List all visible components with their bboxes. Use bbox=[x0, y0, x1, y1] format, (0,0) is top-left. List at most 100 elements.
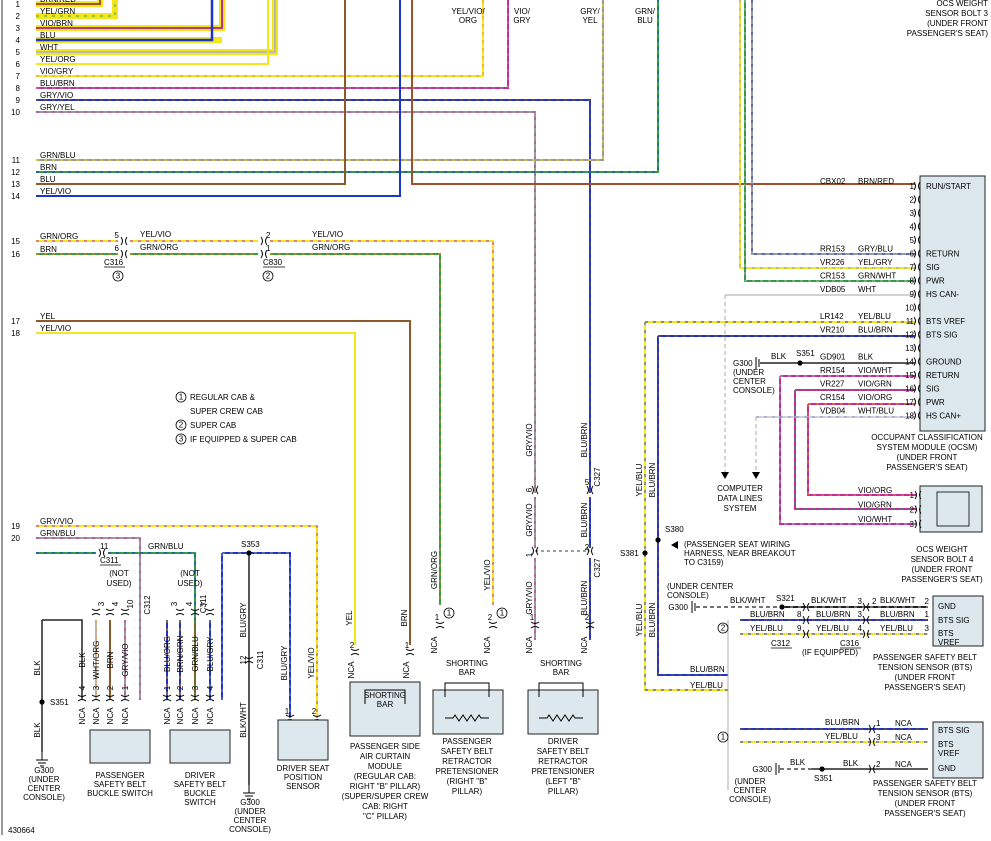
bts-front-wire: YEL/BLU bbox=[750, 624, 783, 633]
c830-note bbox=[262, 270, 274, 282]
pret-connector bbox=[435, 621, 445, 629]
pbs-connector bbox=[91, 694, 101, 702]
s380-label: S380 bbox=[665, 525, 684, 534]
g300-label: CONSOLE) bbox=[733, 386, 775, 395]
bts-front-note-num: 2 bbox=[721, 624, 726, 633]
passenger-buckle-caption: PASSENGER bbox=[95, 771, 144, 780]
dret-caption: PILLAR) bbox=[548, 787, 579, 796]
c830-wire: YEL/VIO bbox=[312, 230, 343, 239]
diagram-id: 430664 bbox=[8, 826, 35, 835]
g300-label: CONSOLE) bbox=[229, 825, 271, 834]
yel-blu-label: YEL/BLU bbox=[690, 681, 723, 690]
c311-connector bbox=[175, 608, 185, 616]
c830-note-num: 2 bbox=[266, 272, 271, 281]
blk-wht-label: BLK/WHT bbox=[239, 702, 248, 738]
cds-arrow bbox=[752, 472, 760, 479]
seat-pin: 1 bbox=[285, 707, 290, 716]
ocsm-pin bbox=[913, 330, 921, 339]
wire-color-label: YEL bbox=[40, 312, 56, 321]
bts-rear-connector bbox=[868, 724, 876, 734]
ocsm-pin bbox=[913, 397, 921, 407]
ocsm-pin-num: 14 bbox=[905, 358, 914, 367]
ocsm-circuit-id: VDB05 bbox=[820, 285, 846, 294]
nca-label: NCA bbox=[347, 661, 356, 679]
wire-number: 20 bbox=[11, 534, 20, 543]
bolt4-pin bbox=[914, 519, 922, 529]
bts-rear-pin-label: BTS bbox=[938, 740, 954, 749]
g300-label: CENTER bbox=[734, 786, 767, 795]
blk-label: BLK bbox=[33, 660, 42, 676]
yel-blu-run-stripe bbox=[644, 322, 728, 691]
nca-label: NCA bbox=[580, 636, 589, 654]
c311-pin: 12 bbox=[239, 655, 248, 664]
c312-pin: 4 bbox=[111, 601, 120, 606]
s380-note: TO C3159) bbox=[684, 558, 724, 567]
wire-5b bbox=[36, 0, 269, 65]
bolt4-wire-label: VIO/GRN bbox=[858, 501, 892, 510]
bts-pin: 3 bbox=[925, 624, 930, 633]
bolt3-label: OCS WEIGHT bbox=[936, 0, 988, 8]
dret-wire-label: BLU/BRN bbox=[580, 580, 589, 615]
ocsm-pin-num: 3 bbox=[910, 209, 915, 218]
g300-label: (UNDER bbox=[733, 368, 764, 377]
seat-pin: 2 bbox=[312, 707, 317, 716]
ocsm-pin-num: 11 bbox=[906, 317, 915, 326]
shorting-bar-label: SHORTING bbox=[540, 659, 582, 668]
nca-label: NCA bbox=[176, 707, 185, 725]
bts-rear-pin-label: BTS SIG bbox=[938, 726, 970, 735]
wire-number: 13 bbox=[11, 180, 20, 189]
c311-connector bbox=[205, 608, 215, 616]
wire-number: 18 bbox=[11, 329, 20, 338]
ocsm-circuit-color: VIO/GRN bbox=[858, 380, 892, 389]
wire-number: 17 bbox=[11, 317, 20, 326]
curtain-wire-label: BRN bbox=[400, 609, 409, 626]
ocsm-pin bbox=[913, 370, 921, 380]
pbs-wire-label: BRN bbox=[106, 651, 115, 668]
ocsm-circuit-id: VDB04 bbox=[820, 407, 846, 416]
c316-connector bbox=[862, 615, 870, 625]
s321-dot bbox=[779, 604, 785, 610]
ocsm-caption: SYSTEM MODULE (OCSM) bbox=[877, 443, 978, 452]
wire-number: 8 bbox=[16, 84, 21, 93]
pret-note bbox=[443, 607, 455, 619]
s351-label: S351 bbox=[796, 349, 815, 358]
ocsm-pin bbox=[913, 262, 921, 272]
ocsm-pin-num: 4 bbox=[910, 223, 915, 232]
ocsm-pin-num: 16 bbox=[905, 385, 914, 394]
curtain-caption: RIGHT "B" PILLAR) bbox=[350, 782, 421, 791]
c327-pin: 2 bbox=[585, 543, 590, 552]
bts-rear-wire: BLU/BRN bbox=[825, 718, 860, 727]
dbs-connector bbox=[205, 694, 215, 702]
legend-note bbox=[175, 433, 187, 445]
dbs-wire-label: BRN/GRN bbox=[176, 635, 185, 672]
wire-color-label: YEL/VIO bbox=[40, 324, 71, 333]
bts-front-pin: BTS bbox=[938, 629, 954, 638]
wire-9-stripe bbox=[36, 111, 536, 493]
pbs-connector bbox=[77, 694, 87, 702]
wire-color-label: YEL/ORG bbox=[40, 55, 76, 64]
yel-blu-label: YEL/BLU bbox=[635, 603, 644, 636]
c830-pin: 1 bbox=[266, 244, 271, 253]
ocsm-pin-label: HS CAN+ bbox=[926, 412, 961, 421]
bts-rear-connector bbox=[868, 764, 876, 774]
ocsm-circuit-id: VR226 bbox=[820, 258, 845, 267]
c311-label: C311 bbox=[100, 556, 119, 565]
wire-20-label: GRN/BLU bbox=[148, 542, 184, 551]
bolt4-caption: SENSOR BOLT 4 bbox=[911, 555, 974, 564]
driver-buckle-caption: SAFETY BELT bbox=[174, 780, 227, 789]
cds-label: DATA LINES bbox=[717, 494, 762, 503]
legend-note bbox=[175, 419, 187, 431]
wire-6-stripe bbox=[36, 0, 484, 77]
bolt4-pin bbox=[914, 505, 922, 514]
c327-label: C327 bbox=[593, 467, 602, 487]
ocsm-circuit-color: BLU/BRN bbox=[858, 326, 893, 335]
wire-color-label: VIO/BRN bbox=[40, 19, 73, 28]
wire-1-stripe bbox=[36, 0, 101, 5]
wire-number: 1 bbox=[16, 0, 21, 9]
pbs-connector bbox=[105, 694, 115, 702]
c312-connector bbox=[802, 629, 810, 639]
passenger-retractor-pretensioner bbox=[432, 689, 504, 735]
c316-pin: 2 bbox=[872, 597, 877, 606]
nca-label: NCA bbox=[191, 707, 200, 725]
